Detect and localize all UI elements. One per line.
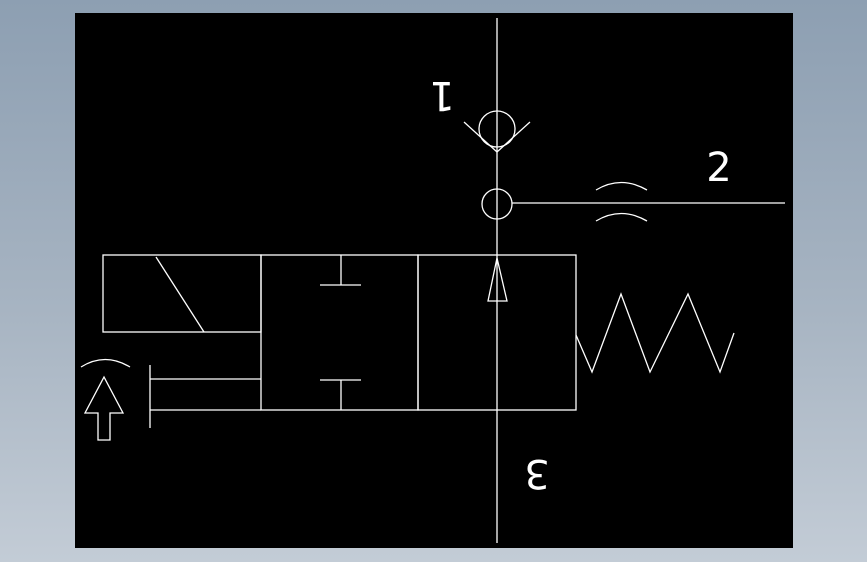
throttle-arc-top (595, 181, 648, 191)
valve-position-left (260, 254, 419, 411)
solenoid-box (102, 254, 262, 333)
check-valve-seat (463, 121, 531, 153)
valve-body (260, 254, 577, 411)
throttle-restriction (595, 181, 648, 222)
override-arrow-icon (83, 375, 125, 441)
check-valve (463, 110, 531, 153)
return-spring (575, 292, 735, 374)
solenoid-actuator (102, 254, 262, 333)
manual-override (80, 358, 261, 441)
port-2-label: 2 (706, 145, 731, 191)
flow-arrow-icon (487, 257, 508, 302)
junction-circle (481, 188, 513, 220)
blocked-ports (320, 255, 361, 410)
port-1-label: 1 (429, 72, 454, 118)
port-3-label: 3 (524, 450, 549, 496)
valve-position-right (417, 254, 577, 411)
override-arc (80, 358, 131, 368)
cad-canvas (75, 13, 793, 548)
solenoid-diagonal (155, 256, 205, 333)
check-valve-ball (478, 110, 516, 148)
throttle-arc-bottom (595, 212, 648, 222)
